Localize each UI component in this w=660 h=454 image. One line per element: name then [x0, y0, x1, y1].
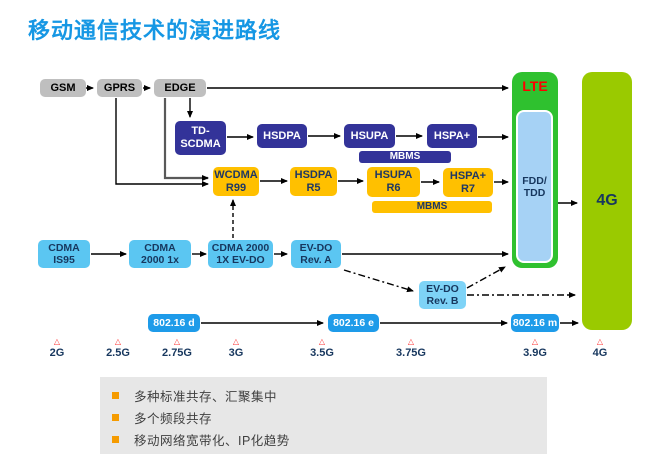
axis-label: 2G: [49, 347, 65, 359]
axis-item-2g: △2G: [32, 337, 82, 360]
axis-marker-icon: △: [531, 337, 539, 346]
axis-item-375g: △3.75G: [386, 337, 436, 360]
axis-marker-icon: △: [407, 337, 415, 346]
lte-label: LTE: [522, 78, 548, 94]
axis-item-3g: △3G: [211, 337, 261, 360]
node-4g: 4G: [582, 72, 632, 330]
node-80216m: 802.16 m: [511, 314, 559, 332]
node-hsupa: HSUPA: [344, 124, 395, 148]
axis-item-25g: △2.5G: [93, 337, 143, 360]
node-evdo-rev-a: EV-DO Rev. A: [291, 240, 341, 268]
axis-label: 3.75G: [396, 347, 426, 359]
axis-label: 2.5G: [106, 347, 130, 359]
axis-marker-icon: △: [53, 337, 61, 346]
axis-marker-icon: △: [114, 337, 122, 346]
node-gsm: GSM: [40, 79, 86, 97]
axis-label: 3.9G: [523, 347, 547, 359]
bullet-item: 多种标准共存、汇聚集中: [112, 384, 547, 406]
bullet-text: 多种标准共存、汇聚集中: [134, 389, 278, 404]
node-edge: EDGE: [154, 79, 206, 97]
bullet-item: 多个频段共存: [112, 406, 547, 428]
node-hsdpa: HSDPA: [257, 124, 307, 148]
node-cdma-is95: CDMA IS95: [38, 240, 90, 268]
page-title: 移动通信技术的演进路线: [28, 18, 282, 43]
bullet-item: 移动网络宽带化、IP化趋势: [112, 428, 547, 450]
node-80216e: 802.16 e: [328, 314, 379, 332]
node-fdd-tdd: FDD/ TDD: [516, 110, 553, 263]
axis-label: 2.75G: [162, 347, 192, 359]
node-wcdma-r99: WCDMA R99: [213, 167, 259, 196]
bar-mbms-td: MBMS: [359, 151, 451, 163]
axis-item-4g: △4G: [575, 337, 625, 360]
bullet-text: 移动网络宽带化、IP化趋势: [134, 433, 290, 448]
node-hspa-plus: HSPA+: [427, 124, 477, 148]
node-evdo-rev-b: EV-DO Rev. B: [419, 281, 466, 309]
axis-marker-icon: △: [232, 337, 240, 346]
summary-panel: 多种标准共存、汇聚集中 多个频段共存 移动网络宽带化、IP化趋势: [100, 377, 547, 454]
node-hsdpa-r5: HSDPA R5: [290, 167, 337, 196]
bullet-text: 多个频段共存: [134, 411, 213, 426]
node-hsupa-r6: HSUPA R6: [367, 167, 420, 197]
axis-item-39g: △3.9G: [510, 337, 560, 360]
node-gprs: GPRS: [97, 79, 142, 97]
bullet-square-icon: [112, 435, 119, 443]
bar-mbms-wcdma: MBMS: [372, 201, 492, 213]
node-td-scdma: TD- SCDMA: [175, 121, 226, 155]
axis-item-275g: △2.75G: [152, 337, 202, 360]
axis-label: 3G: [228, 347, 244, 359]
axis-label: 3.5G: [310, 347, 334, 359]
axis-marker-icon: △: [318, 337, 326, 346]
node-cdma-2000-1x: CDMA 2000 1x: [129, 240, 191, 268]
node-cdma-2000-evdo: CDMA 2000 1X EV-DO: [208, 240, 273, 268]
node-80216d: 802.16 d: [148, 314, 200, 332]
bullet-square-icon: [112, 391, 119, 399]
axis-marker-icon: △: [596, 337, 604, 346]
bullet-square-icon: [112, 413, 119, 421]
axis-label: 4G: [592, 347, 608, 359]
node-hspa-r7: HSPA+ R7: [443, 168, 493, 197]
axis-marker-icon: △: [173, 337, 181, 346]
axis-item-35g: △3.5G: [297, 337, 347, 360]
